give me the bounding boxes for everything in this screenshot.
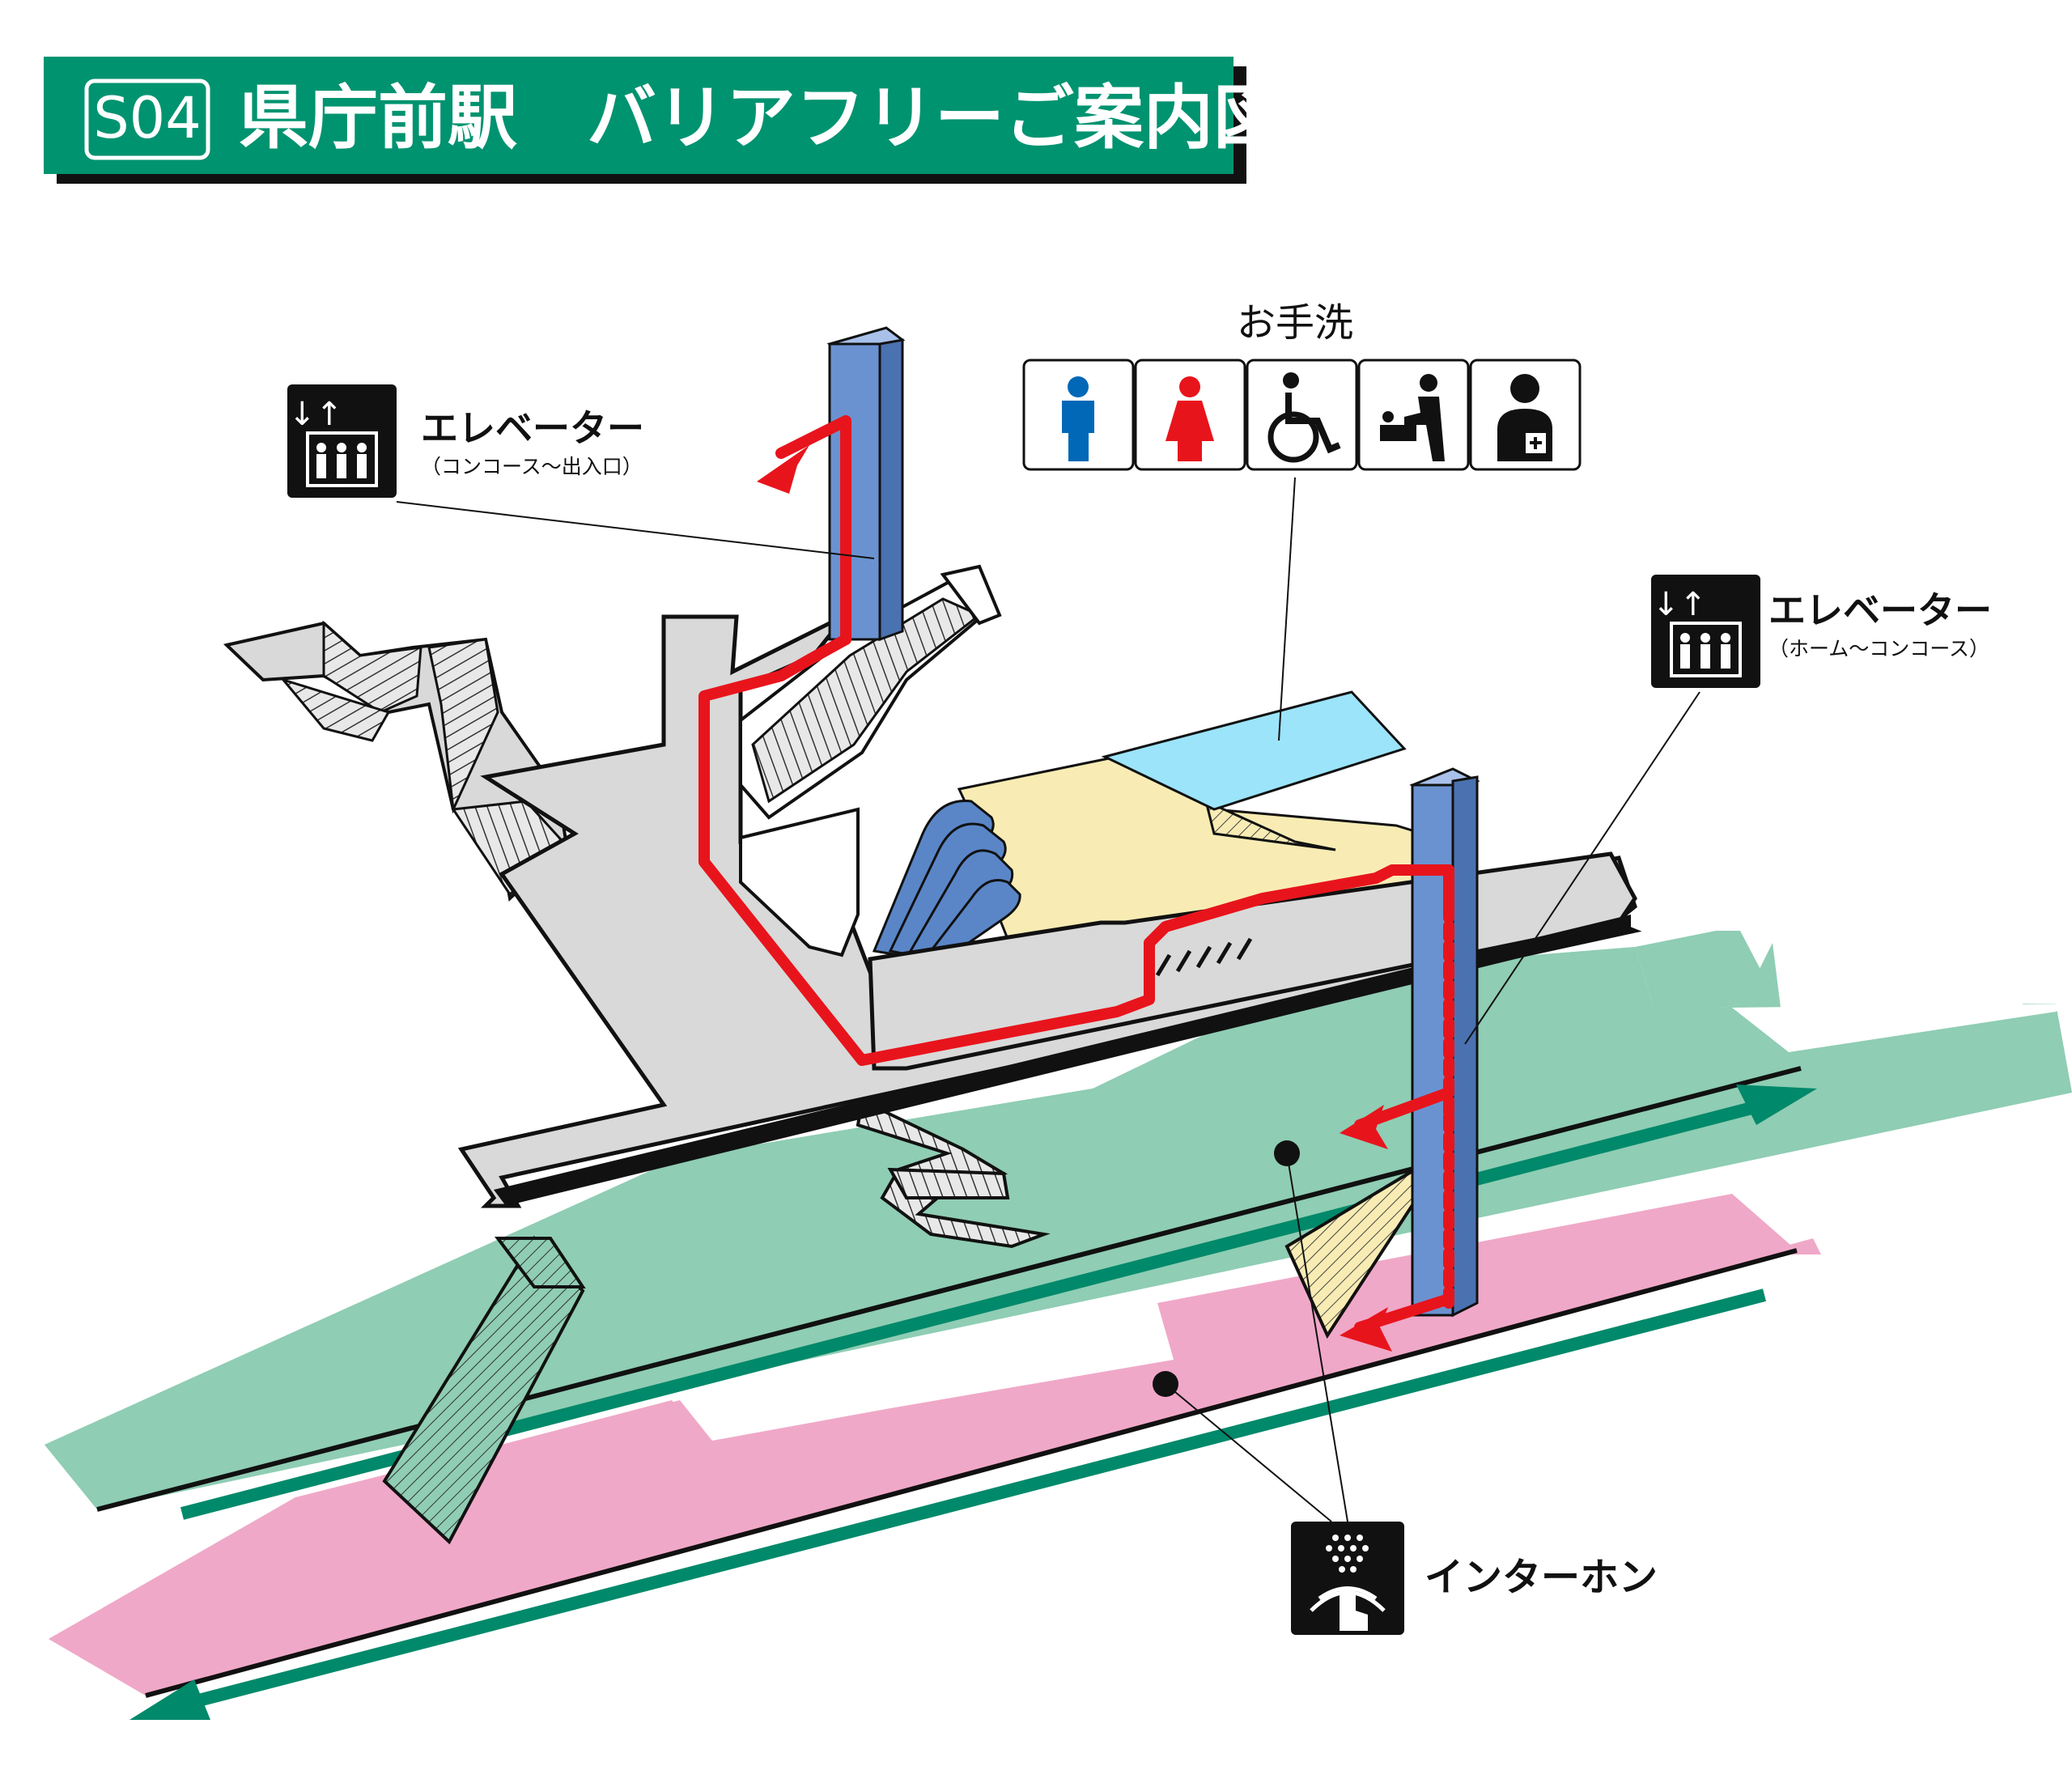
page-title: 県庁前駅 バリアフリーご案内図 [239, 78, 1283, 159]
elevator-icon [1651, 575, 1760, 688]
intercom-icon [1291, 1522, 1404, 1635]
elevator-icon [287, 384, 397, 498]
intercom-marker-upper [1274, 1140, 1300, 1166]
platform-green-edge [96, 1066, 1802, 1512]
accessible-route [698, 415, 1454, 1333]
elevator-entrance-label: ↓↑ エレベーター （コンコース〜出入口） [287, 384, 644, 498]
men-icon [1022, 359, 1135, 471]
restroom-label: お手洗 [1022, 300, 1582, 471]
route-arrowheads [757, 445, 1392, 1352]
intercom-title: インターホン [1424, 1555, 1658, 1600]
ticket-gates [872, 800, 1021, 957]
intercom-marker-lower [1153, 1371, 1178, 1397]
track-arrow-lower [130, 1288, 1767, 1720]
leader-lines [396, 477, 1700, 1522]
elevator-entrance-subtitle: （コンコース〜出入口） [421, 455, 643, 478]
elevator-entrance-title: エレベーター [421, 406, 644, 450]
wheelchair-icon [1246, 359, 1358, 471]
station-code: S04 [93, 85, 202, 151]
elevator-platform-title: エレベーター [1768, 588, 1992, 632]
restroom-title: お手洗 [1237, 300, 1353, 346]
restroom-area [1101, 690, 1407, 811]
platform-level [45, 931, 2072, 1720]
elevator-platform-subtitle: （ホーム〜コンコース） [1768, 637, 1989, 660]
ostomate-icon [1469, 359, 1582, 471]
women-icon [1134, 359, 1246, 471]
elevator-shaft-entrance [826, 326, 906, 642]
station-code-box [84, 79, 210, 160]
elevator-platform-label: ↓↑ エレベーター （ホーム〜コンコース） [1651, 575, 1992, 688]
svg-text:↓↑: ↓↑ [1652, 586, 1706, 623]
intercom-label: インターホン [1291, 1522, 1658, 1635]
tactile-marks [1155, 937, 1253, 977]
baby-changing-icon [1357, 359, 1470, 471]
svg-text:↓↑: ↓↑ [288, 396, 342, 433]
platform-pink-edge [145, 1248, 1798, 1698]
header: S04 県庁前駅 バリアフリーご案内図 [44, 57, 1283, 184]
